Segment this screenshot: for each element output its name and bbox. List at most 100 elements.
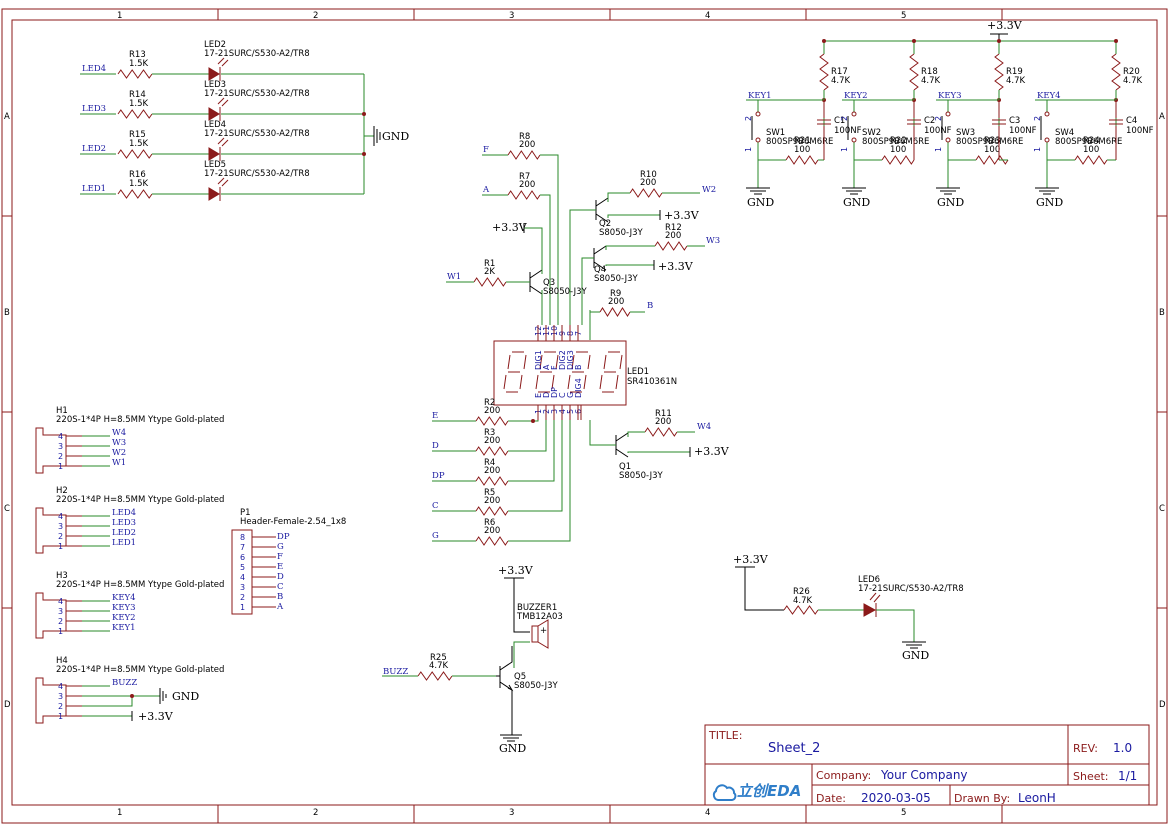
rev-label: REV: (1073, 742, 1098, 755)
svg-text:+: + (540, 626, 547, 636)
zone-row-right: A (1159, 112, 1165, 122)
zone-col-top: 1 (117, 11, 122, 21)
transistor-res-ref: R11 (655, 409, 672, 419)
transistor-part: S8050-J3Y (594, 274, 638, 284)
transistor-net: W1 (447, 272, 461, 282)
debounce-val: 100 (794, 145, 810, 155)
seg-res-val: 200 (484, 406, 500, 416)
r9-ref: R9 (610, 289, 621, 299)
header-part: 220S-1*4P H=8.5MM Ytype Gold-plated (56, 665, 224, 675)
seg-resistor (507, 150, 541, 160)
display-top-name: A (542, 364, 551, 370)
header-part: 220S-1*4P H=8.5MM Ytype Gold-plated (56, 415, 224, 425)
p1-pin: 2 (240, 593, 245, 602)
buzzer-gnd: GND (499, 742, 526, 755)
switch-ref: SW1 (766, 128, 785, 138)
transistor-part: S8050-J3Y (619, 471, 663, 481)
outer-frame (1, 8, 1168, 824)
seven-seg-display (493, 340, 627, 406)
seg-net: F (483, 145, 489, 155)
header-pin: 2 (58, 452, 63, 461)
header-ref: H3 (56, 571, 68, 581)
header-pin: 3 (58, 522, 63, 531)
q3-vcc: +3.3V (492, 221, 528, 234)
transistor-res-ref: R12 (665, 223, 682, 233)
seg-res-ref: R4 (484, 458, 495, 468)
p1-net: D (277, 572, 284, 582)
seg-resistor (475, 506, 509, 516)
zone-col-bottom: 3 (509, 808, 514, 818)
zone-col-top: 3 (509, 11, 514, 21)
transistor-part: S8050-J3Y (543, 287, 587, 297)
transistor-res-ref: R10 (640, 170, 657, 180)
header-net: KEY1 (112, 623, 136, 633)
display-bot-name: G (566, 392, 575, 398)
seg-res-val: 200 (484, 496, 500, 506)
led-resistor (117, 149, 153, 159)
header-pin: 1 (58, 627, 63, 636)
zone-row-right: C (1159, 504, 1165, 514)
transistors: Q2S8050-J3YR10200W2+3.3VQ4S8050-J3YR1220… (446, 170, 730, 481)
header-ref: H2 (56, 486, 68, 496)
cap-ref: C2 (924, 116, 935, 126)
date-value: 2020-03-05 (861, 791, 931, 805)
key-block: R194.7KKEY321SW3800SP9B6M6RER23100C3100N… (934, 39, 1037, 209)
header-net: W4 (112, 428, 126, 438)
p1-pin: 6 (240, 553, 245, 562)
seg-res-ref: R6 (484, 518, 495, 528)
led-res-ref: R14 (129, 90, 146, 100)
transistor-net: W2 (702, 185, 716, 195)
p1-pin: 5 (240, 563, 245, 572)
led-res-val: 1.5K (129, 139, 149, 149)
title-label: TITLE: (708, 729, 742, 742)
company-value: Your Company (880, 768, 968, 782)
drawn-label: Drawn By: (954, 792, 1010, 805)
r26-resistor (783, 605, 819, 615)
header-net: LED4 (112, 508, 136, 518)
zone-row-left: C (4, 504, 10, 514)
svg-text:2: 2 (840, 116, 849, 121)
cap-val: 100NF (924, 126, 952, 136)
seg-res-ref: R5 (484, 488, 495, 498)
pullup-val: 4.7K (1123, 76, 1143, 86)
switch-part: 800SP9B6M6RE (862, 137, 929, 147)
sheet-label: Sheet: (1073, 770, 1109, 783)
q5-part: S8050-J3Y (514, 681, 558, 691)
company-label: Company: (816, 769, 871, 782)
led-part: 17-21SURC/S530-A2/TR8 (204, 49, 310, 59)
header-net: W2 (112, 448, 126, 458)
header-net: LED2 (112, 528, 136, 538)
header-pin: 1 (58, 712, 63, 721)
led-ref: LED4 (204, 120, 226, 130)
seg-net: D (432, 441, 439, 451)
pullup-resistor (994, 53, 1004, 91)
switch-part: 800SP9B6M6RE (766, 137, 833, 147)
debounce-ref: R23 (984, 136, 1001, 146)
seg-res-ref: R7 (519, 172, 530, 182)
transistor-ref: Q3 (543, 278, 555, 288)
display-bot-name: DIG4 (574, 378, 583, 398)
logo-text: 立创EDA (737, 782, 801, 800)
led-res-val: 1.5K (129, 179, 149, 189)
pullup-resistor (819, 53, 829, 91)
lceda-logo: 立创EDA (712, 782, 801, 801)
seg-resistor (507, 190, 541, 200)
seg-net: C (432, 501, 439, 511)
debounce-val: 100 (1083, 145, 1099, 155)
r26-ref: R26 (793, 587, 810, 597)
header-net: W1 (112, 458, 126, 468)
buzzer-part: TMB12A03 (516, 612, 563, 622)
cap-ref: C4 (1126, 116, 1137, 126)
display-section: LED1 SR410361N 12DIG111A10F9DIG28DIG37B1… (432, 132, 730, 546)
display-ref: LED1 (627, 367, 649, 377)
transistor-part: S8050-J3Y (599, 228, 643, 238)
p1-pin: 7 (240, 543, 245, 552)
